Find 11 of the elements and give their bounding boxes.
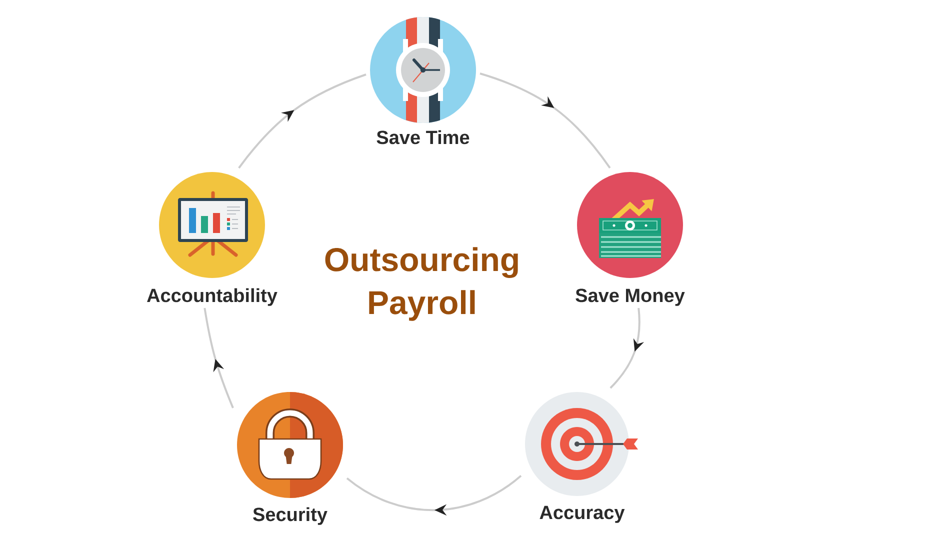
curved-arrow bbox=[238, 74, 366, 169]
curved-arrow bbox=[480, 72, 611, 169]
curved-arrow bbox=[610, 308, 644, 389]
curved-arrow bbox=[346, 475, 522, 516]
curved-arrow bbox=[204, 308, 234, 408]
node-label: Save Money bbox=[576, 288, 685, 306]
node-label: Save Time bbox=[376, 130, 470, 144]
node-label: Security bbox=[253, 507, 328, 525]
node-label: Accountability bbox=[147, 288, 278, 306]
node-label: Accuracy bbox=[540, 506, 625, 523]
title: Outsourcing Payroll bbox=[325, 247, 518, 321]
